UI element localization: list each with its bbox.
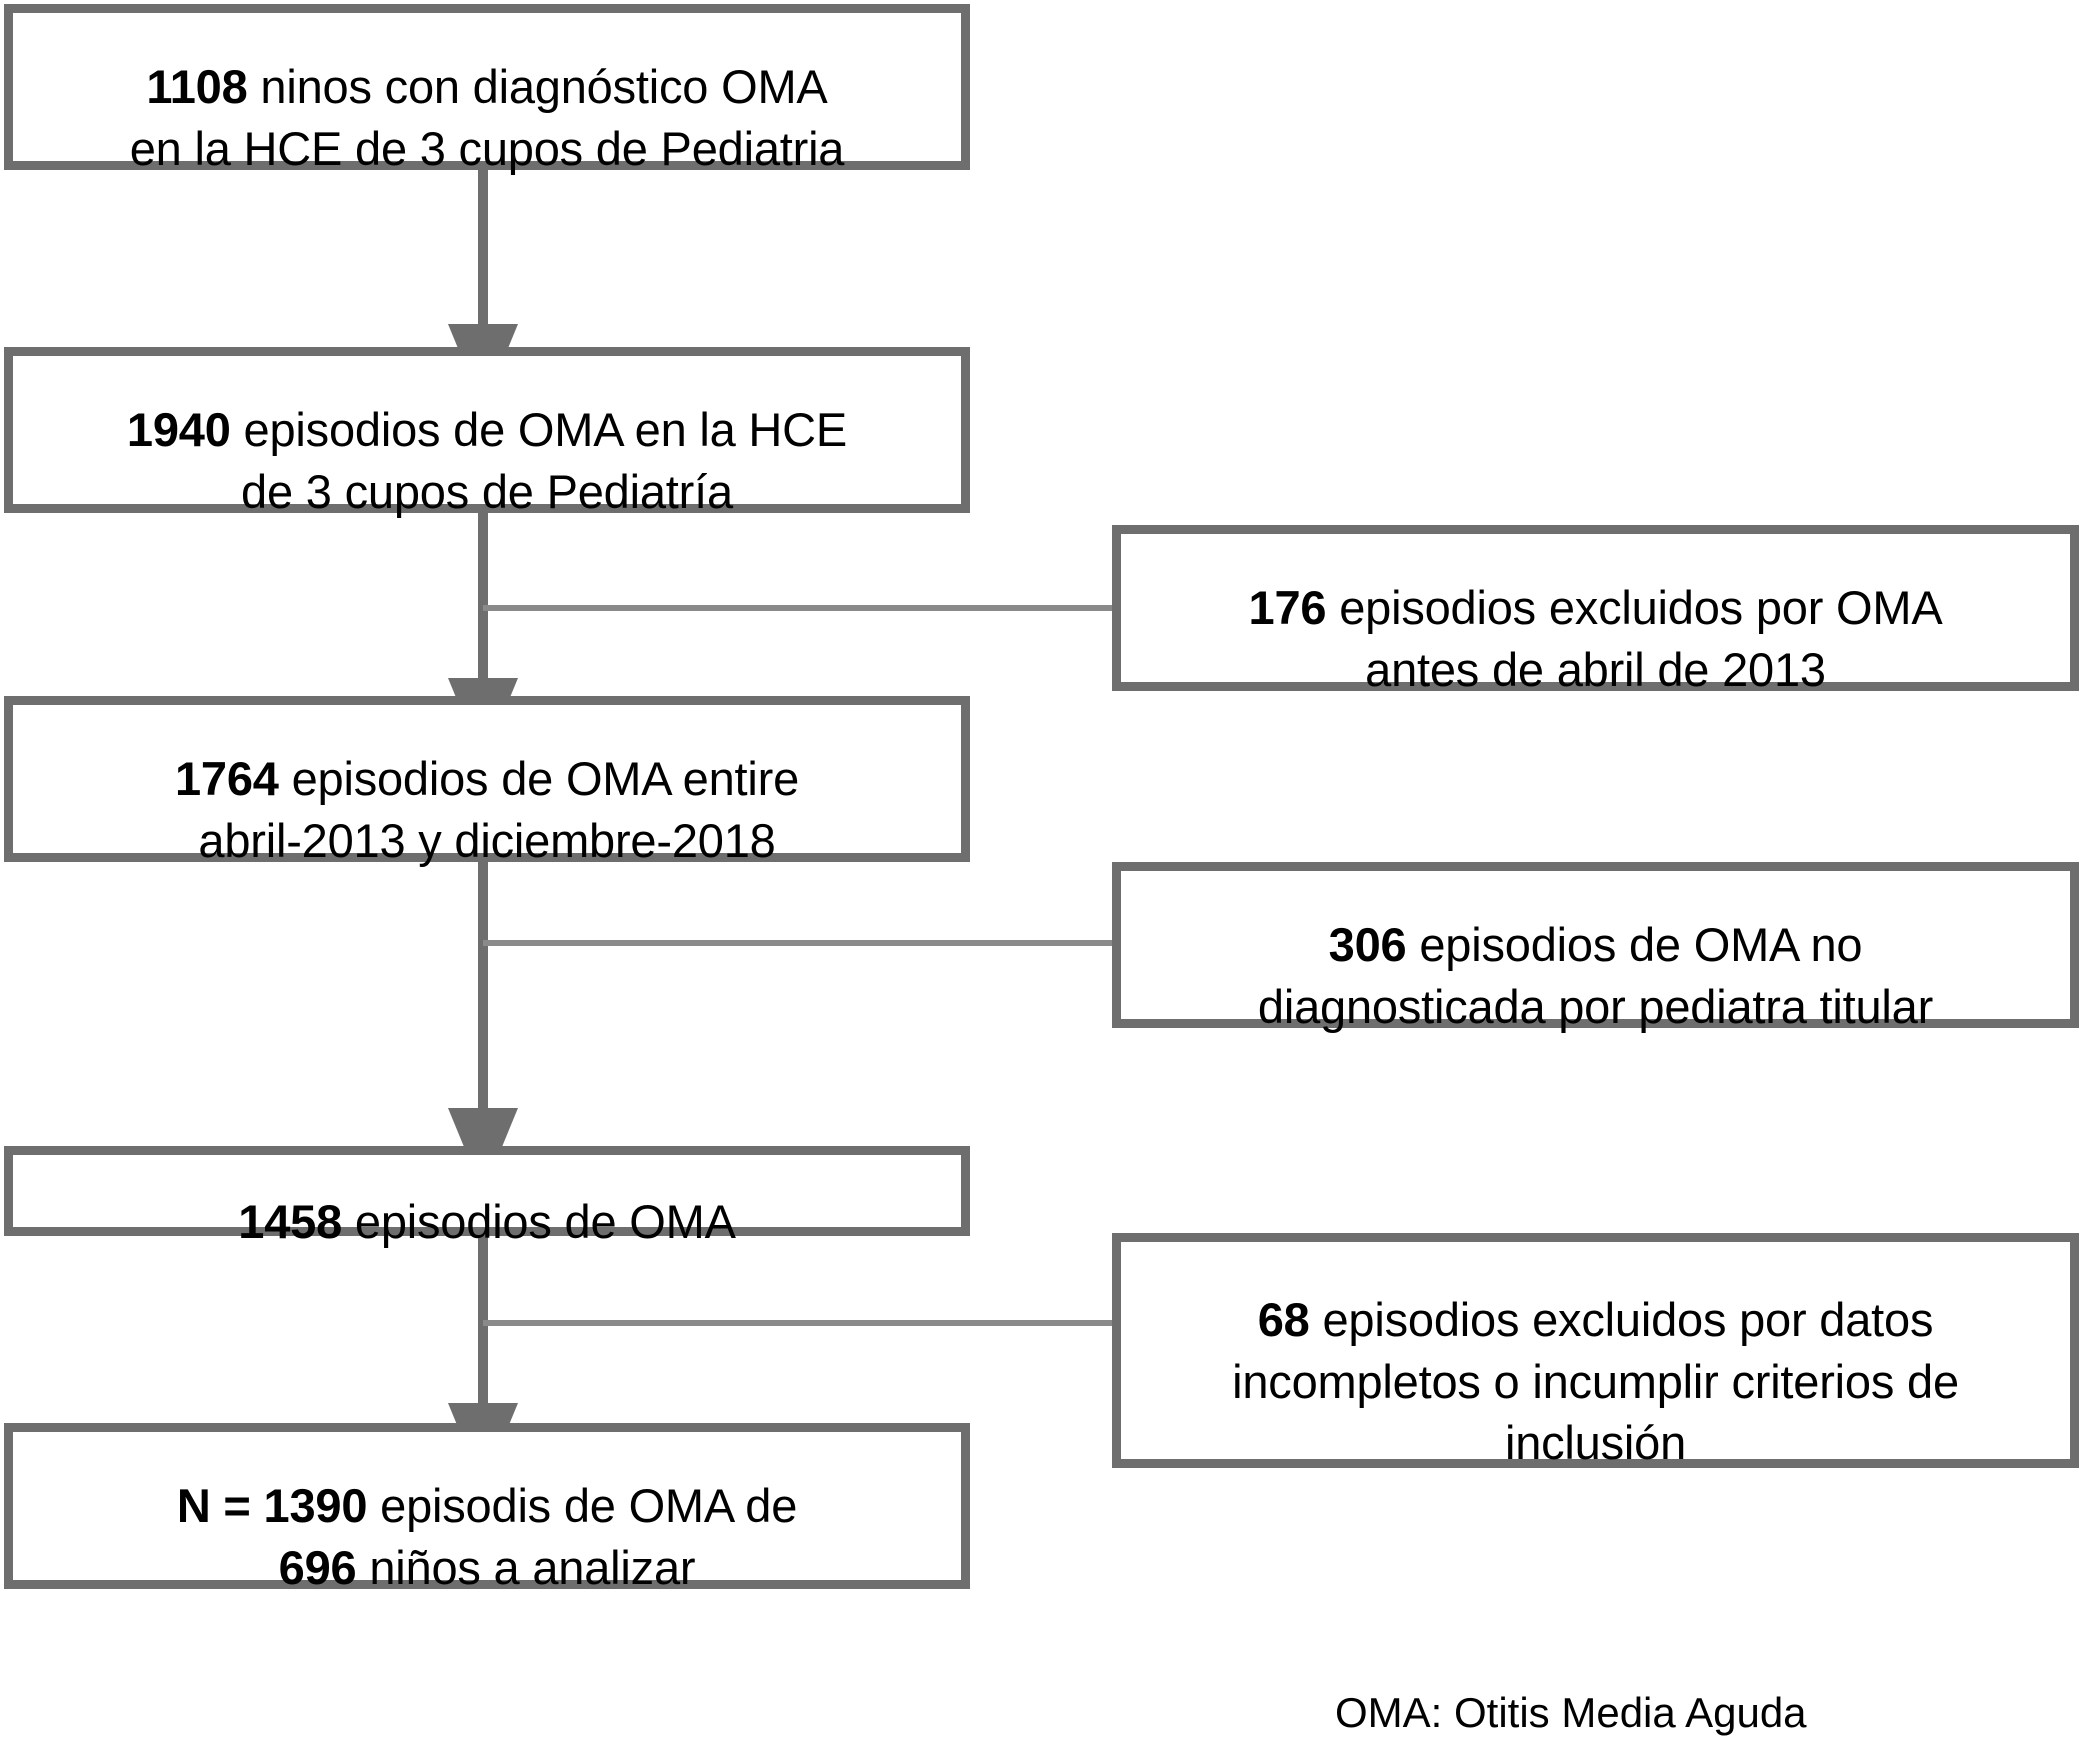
node-1108-text: 1108 ninos con diagnóstico OMA en la HCE… [116, 0, 859, 179]
legend-line-oma: OMA: Otitis Media Aguda [1335, 1689, 1807, 1737]
excl-176: 176 episodios excluidos por OMA antes de… [1112, 525, 2079, 696]
node-1940-count: 1940 [126, 403, 231, 457]
excl-176-text: 176 episodios excluidos por OMA antes de… [1235, 516, 1957, 699]
excl-68-count: 68 [1257, 1293, 1310, 1347]
node-final-n: N = 1390 [176, 1479, 368, 1533]
excl-68-text: 68 episodios excluidos por datos incompl… [1218, 1228, 1973, 1472]
excl-68-rest: episodios excluidos por datos incompleto… [1232, 1293, 1959, 1469]
node-1458: 1458 episodios de OMA [4, 1146, 970, 1248]
node-final: N = 1390 episodis de OMA de 696 niños a … [4, 1423, 970, 1594]
excl-306-text: 306 episodios de OMA no diagnosticada po… [1244, 853, 1947, 1036]
node-1458-text: 1458 episodios de OMA [224, 1130, 749, 1252]
node-1940-rest: episodios de OMA en la HCE de 3 cupos de… [241, 403, 848, 518]
excl-176-rest: episodios excluidos por OMA antes de abr… [1339, 581, 1943, 696]
node-final-text: N = 1390 episodis de OMA de 696 niños a … [163, 1414, 811, 1597]
node-final-rest-second: niños a analizar [356, 1540, 696, 1594]
node-1108-rest: ninos con diagnóstico OMA en la HCE de 3… [129, 60, 845, 175]
node-1458-rest: episodios de OMA [342, 1195, 736, 1248]
node-1108: 1108 ninos con diagnóstico OMA en la HCE… [4, 4, 970, 175]
node-1764-rest: episodios de OMA entire abril-2013 y dic… [198, 752, 800, 867]
node-1764-count: 1764 [174, 752, 279, 806]
node-1764: 1764 episodios de OMA entire abril-2013 … [4, 696, 970, 867]
node-1458-count: 1458 [238, 1195, 343, 1248]
excl-176-count: 176 [1248, 581, 1327, 635]
excl-306-count: 306 [1328, 918, 1407, 972]
abbreviations-legend: OMA: Otitis Media Aguda HCE: Historia Cl… [1335, 1630, 1947, 1745]
node-1940-text: 1940 episodios de OMA en la HCE de 3 cup… [113, 338, 861, 521]
node-1940: 1940 episodios de OMA en la HCE de 3 cup… [4, 347, 970, 518]
node-1764-text: 1764 episodios de OMA entire abril-2013 … [161, 687, 813, 870]
excl-306-rest: episodios de OMA no diagnosticada por pe… [1257, 918, 1934, 1033]
node-1108-count: 1108 [146, 60, 248, 114]
node-final-rest: episodis de OMA de [380, 1479, 798, 1533]
node-final-children-count: 696 [278, 1540, 357, 1594]
excl-68: 68 episodios excluidos por datos incompl… [1112, 1233, 2079, 1469]
excl-306: 306 episodios de OMA no diagnosticada po… [1112, 862, 2079, 1033]
